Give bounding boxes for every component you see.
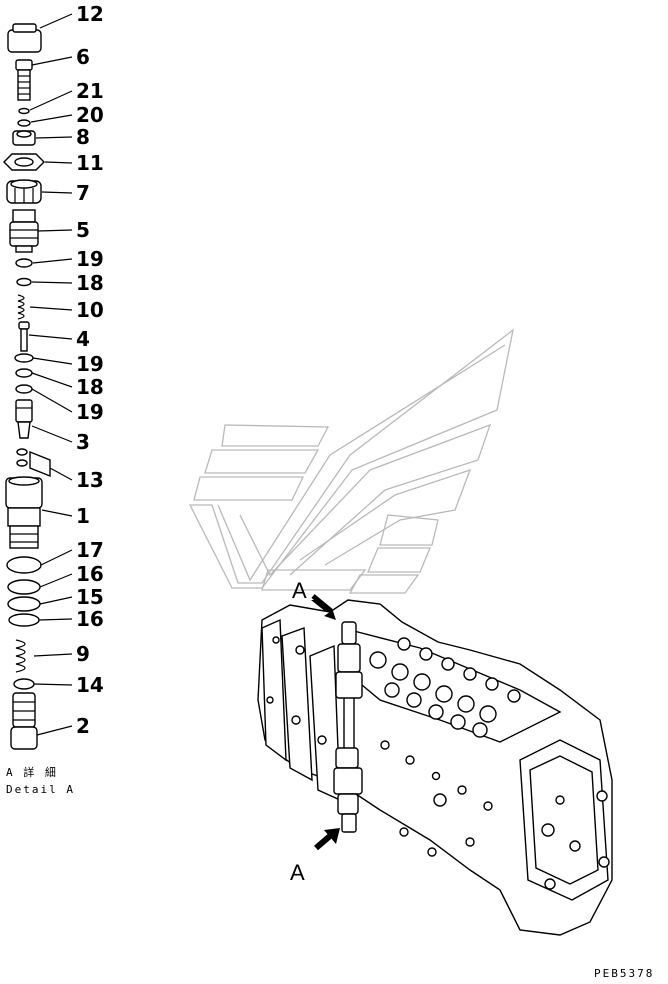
exploded-parts (3, 23, 51, 750)
callout-16b: 16 (76, 607, 104, 631)
callout-3: 3 (76, 430, 90, 454)
detail-label-jp: A 詳 細 (6, 765, 58, 779)
part-13-plate (16, 448, 51, 478)
callout-12: 12 (76, 2, 104, 26)
part-14-ring (13, 678, 35, 690)
callout-19b: 19 (76, 352, 104, 376)
part-8-nut (12, 130, 36, 146)
part-9-spring (15, 639, 26, 673)
part-19-ring (15, 384, 33, 394)
view-arrow-bottom (314, 828, 340, 851)
callout-11: 11 (76, 151, 104, 175)
watermark-logo (188, 328, 514, 594)
view-mark-a-top: A (292, 578, 307, 603)
callout-8: 8 (76, 125, 90, 149)
callout-1: 1 (76, 504, 90, 528)
part-2-plug (10, 692, 38, 750)
part-18-ring (15, 368, 33, 378)
callout-5: 5 (76, 218, 90, 242)
callout-16: 16 (76, 562, 104, 586)
callout-numbers: 12 6 21 20 8 11 7 5 19 18 10 4 19 18 19 … (76, 2, 104, 738)
view-arrow-top (311, 594, 336, 620)
callout-10: 10 (76, 298, 104, 322)
detail-label-en: Detail A (6, 783, 75, 796)
part-19-ring (14, 353, 34, 363)
callout-6: 6 (76, 45, 90, 69)
part-16-ring (8, 613, 40, 627)
part-4-pin (18, 321, 30, 352)
part-3-valve (15, 399, 33, 439)
part-6-screw (15, 59, 33, 101)
callout-15: 15 (76, 585, 104, 609)
callout-19: 19 (76, 247, 104, 271)
control-valve-assembly (257, 599, 613, 936)
part-18-ring (16, 277, 32, 287)
view-mark-a-bottom: A (290, 860, 305, 885)
callout-20: 20 (76, 103, 104, 127)
part-11-gasket (3, 153, 45, 171)
part-12-plug (7, 23, 42, 53)
callout-9: 9 (76, 642, 90, 666)
callout-18: 18 (76, 271, 104, 295)
part-7-locknut (6, 179, 42, 204)
callout-2: 2 (76, 714, 90, 738)
callout-7: 7 (76, 181, 90, 205)
part-21-ring (18, 107, 30, 115)
callout-18b: 18 (76, 375, 104, 399)
part-19-ring (15, 258, 33, 268)
callout-13: 13 (76, 468, 104, 492)
callout-4: 4 (76, 327, 90, 351)
part-15-ring (7, 596, 41, 612)
part-1-body (5, 476, 43, 549)
part-16-ring (7, 579, 41, 595)
part-20-ring (17, 119, 31, 127)
callout-19c: 19 (76, 400, 104, 424)
part-17-o-ring (6, 556, 42, 574)
leader-lines (28, 13, 73, 736)
part-5-sleeve (9, 209, 39, 253)
callout-14: 14 (76, 673, 104, 697)
drawing-code: PEB5378 (594, 967, 654, 980)
part-10-spring (17, 294, 25, 320)
callout-21: 21 (76, 79, 104, 103)
callout-17: 17 (76, 538, 104, 562)
